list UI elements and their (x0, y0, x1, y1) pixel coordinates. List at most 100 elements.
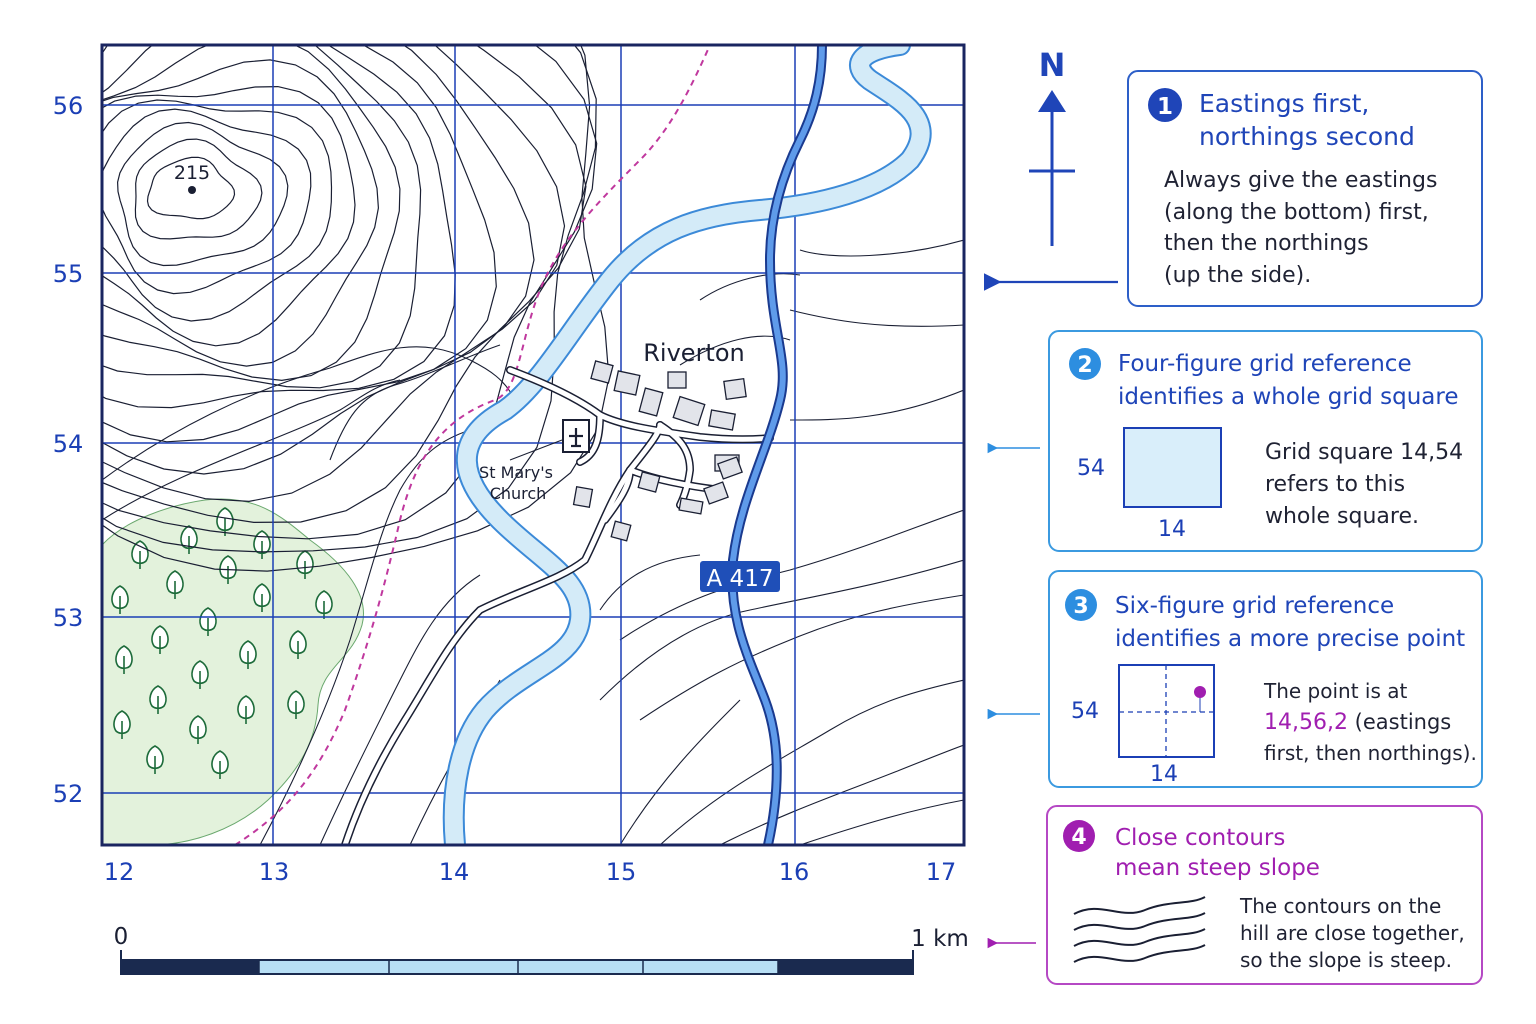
panel-2-square-row: 54 (1077, 456, 1105, 481)
panel-1-title-line2: northings second (1199, 122, 1415, 151)
contour-lines (102, 239, 964, 845)
panel-3-number: 3 (1073, 594, 1088, 619)
panel-1-body-line1: Always give the eastings (1164, 168, 1437, 193)
panel-3-square-row: 54 (1071, 699, 1099, 724)
scale-start-label: 0 (114, 924, 129, 950)
panel-1-body-line3: then the northings (1164, 231, 1369, 256)
panel-3-title-line1: Six-figure grid reference (1115, 593, 1394, 619)
panel-3-body-after: (eastings (1348, 710, 1451, 734)
panel-1-body-line2: (along the bottom) first, (1164, 200, 1429, 225)
church-leader-line (509, 439, 563, 461)
contour-ring (102, 85, 356, 347)
panel-2-title-line1: Four-figure grid reference (1118, 351, 1412, 377)
tree-icon (315, 590, 333, 619)
panel-1-number: 1 (1157, 94, 1173, 120)
contour-ring (102, 59, 380, 367)
panel-4-body-line1: The contours on the (1239, 894, 1441, 918)
info-panel-1: 1 Eastings first, northings second Alway… (983, 70, 1483, 307)
scale-bar: 0 1 km (114, 924, 969, 975)
river (442, 45, 932, 845)
northing-label: 54 (53, 430, 84, 458)
church-icon (569, 428, 583, 448)
contour-ring (102, 45, 535, 475)
easting-labels: 12 13 14 15 16 17 (104, 858, 957, 886)
north-arrow-icon: N (1029, 46, 1075, 246)
panel-3-square-col: 14 (1150, 762, 1178, 787)
tree-icon (253, 583, 271, 612)
panel-1-title-line1: Eastings first, (1199, 89, 1369, 118)
panel-2-number: 2 (1077, 353, 1092, 378)
info-panel-3: 3 Six-figure grid reference identifies a… (987, 570, 1483, 788)
tree-icon (287, 690, 305, 719)
panel-4-body-line2: hill are close together, (1240, 921, 1465, 945)
church-label-line1: St Mary's (479, 463, 553, 482)
contour-ring (102, 45, 597, 553)
contour-ring (116, 121, 289, 267)
tree-symbols (111, 507, 333, 779)
north-label: N (1039, 46, 1066, 84)
tree-icon (211, 750, 229, 779)
tree-icon (191, 660, 209, 689)
tree-icon (113, 710, 131, 739)
map-area (102, 45, 964, 845)
contour-ring (102, 45, 401, 382)
easting-label: 17 (926, 858, 957, 886)
tree-icon (239, 640, 257, 669)
road-badge-label: A 417 (707, 566, 774, 592)
northing-label: 56 (53, 92, 84, 120)
panel-2-square-col: 14 (1158, 517, 1186, 542)
panel-2-body-line2: refers to this (1265, 472, 1405, 497)
panel-1-body-line4: (up the side). (1164, 263, 1311, 288)
panel-3-title-line2: identifies a more precise point (1115, 626, 1465, 652)
grid-square-diagram (1123, 427, 1222, 508)
contour-ring (102, 45, 587, 524)
northing-label: 55 (53, 260, 84, 288)
spot-height-label: 215 (174, 162, 210, 184)
contour-sample-icon (1073, 896, 1206, 963)
contour-ring (102, 45, 497, 443)
northing-labels: 56 55 54 53 52 (53, 92, 84, 808)
contour-ring (102, 45, 566, 503)
panel-3-highlight: 14,56,2 (1264, 710, 1348, 735)
easting-label: 13 (259, 858, 290, 886)
northing-label: 53 (53, 604, 84, 632)
tree-icon (149, 685, 167, 714)
footpath (234, 45, 711, 845)
panel-4-body-line3: so the slope is steep. (1240, 948, 1452, 972)
panel-3-body-line2: 14,56,2 (eastings (1264, 710, 1451, 735)
contour-ring (102, 45, 610, 572)
church-label-line2: Church (490, 484, 547, 503)
spot-height-dot (188, 186, 196, 194)
panel-4-title-line1: Close contours (1115, 825, 1285, 851)
contour-ring (102, 45, 456, 409)
easting-label: 16 (779, 858, 810, 886)
northing-label: 52 (53, 780, 84, 808)
precise-point-marker (1194, 686, 1206, 698)
panel-4-number: 4 (1071, 825, 1086, 850)
contour-ring (102, 108, 312, 295)
tree-icon (237, 695, 255, 724)
tree-icon (115, 645, 133, 674)
tree-icon (180, 525, 198, 554)
panel-2-title-line2: identifies a whole grid square (1118, 384, 1459, 410)
panel-3-body-line1: The point is at (1263, 679, 1408, 703)
town-label: Riverton (643, 339, 744, 367)
tree-icon (111, 585, 129, 614)
panel-2-body-line1: Grid square 14,54 (1265, 440, 1463, 465)
contour-ring (146, 156, 236, 220)
a417-road (727, 45, 827, 845)
easting-label: 12 (104, 858, 135, 886)
tree-icon (289, 630, 307, 659)
tree-icon (219, 555, 237, 584)
easting-label: 14 (439, 858, 470, 886)
scale-end-label: 1 km (911, 926, 969, 952)
buildings (562, 360, 747, 542)
easting-label: 15 (606, 858, 637, 886)
hill-contours (102, 45, 610, 572)
tree-icon (166, 570, 184, 599)
tree-icon (131, 540, 149, 569)
info-panel-4: 4 Close contours mean steep slope The co… (987, 805, 1483, 985)
minor-roads (341, 366, 774, 845)
tree-icon (151, 625, 169, 654)
